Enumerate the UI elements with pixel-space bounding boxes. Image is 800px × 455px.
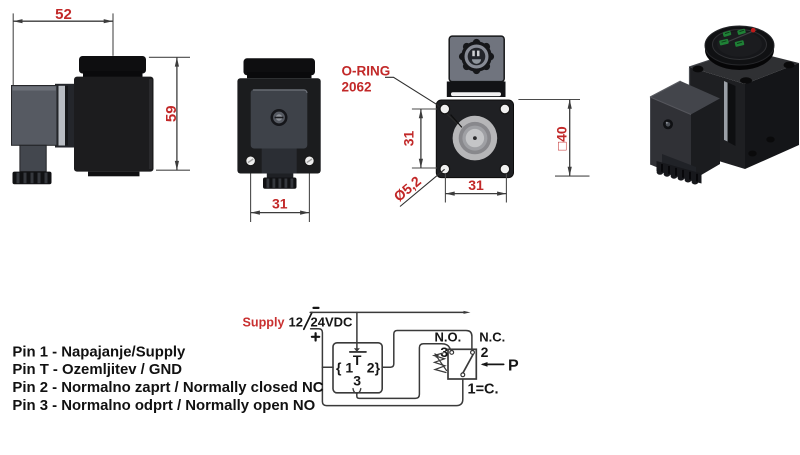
svg-text:3: 3 xyxy=(353,373,361,389)
svg-text:59: 59 xyxy=(163,105,180,122)
svg-text:2: 2 xyxy=(481,344,489,360)
svg-text:52: 52 xyxy=(55,6,72,23)
svg-text:1=C.: 1=C. xyxy=(468,382,499,398)
svg-text:2062: 2062 xyxy=(342,80,372,95)
svg-text:31: 31 xyxy=(401,131,417,147)
svg-text:Pin 3 - Normalno odprt / Norma: Pin 3 - Normalno odprt / Normally open N… xyxy=(12,398,315,414)
svg-text:Pin 1 - Napajanje/Supply: Pin 1 - Napajanje/Supply xyxy=(12,344,186,360)
svg-text:□40: □40 xyxy=(554,126,570,150)
svg-text:24VDC: 24VDC xyxy=(311,315,354,330)
svg-text:Supply: Supply xyxy=(243,316,285,330)
svg-text:T: T xyxy=(353,352,362,368)
svg-text:Pin 2 - Normalno zaprt / Norma: Pin 2 - Normalno zaprt / Normally closed… xyxy=(12,380,323,396)
svg-text:Pin T - Ozemljitev / GND: Pin T - Ozemljitev / GND xyxy=(12,362,182,378)
svg-text:{ 1: { 1 xyxy=(336,360,353,376)
svg-text:O-RING: O-RING xyxy=(342,64,391,79)
svg-text:2}: 2} xyxy=(367,360,381,376)
svg-text:N.O.: N.O. xyxy=(435,330,462,345)
svg-text:12: 12 xyxy=(289,315,303,330)
svg-text:3: 3 xyxy=(440,344,448,360)
svg-text:P: P xyxy=(508,357,519,374)
svg-text:31: 31 xyxy=(272,196,288,212)
svg-text:N.C.: N.C. xyxy=(479,330,505,345)
svg-text:31: 31 xyxy=(468,177,484,193)
